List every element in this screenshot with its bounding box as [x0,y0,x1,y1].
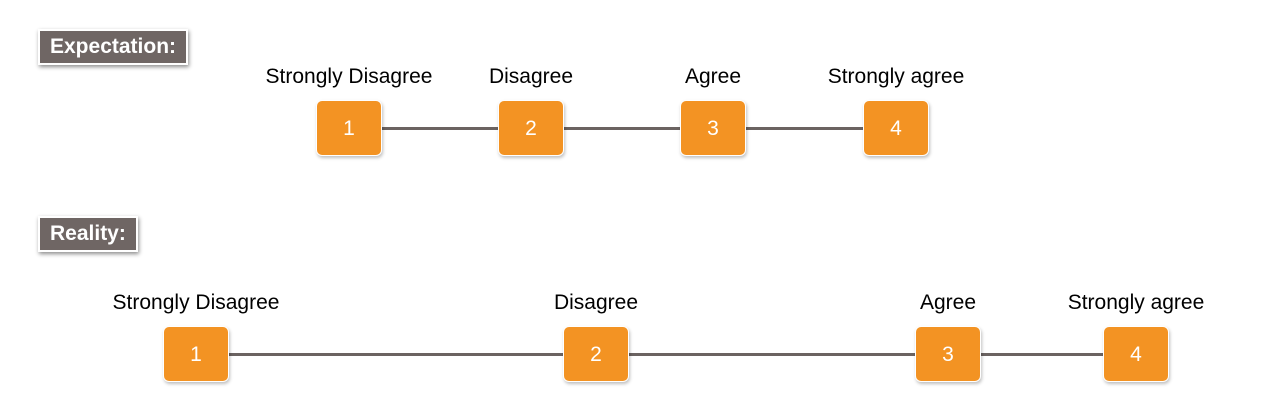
scale-point-label: Disagree [553,291,639,314]
scale-point-label: Agree [919,291,977,314]
scale-connector-line [981,353,1103,356]
scale-point-box: 1 [316,100,382,156]
scale-connector-line [746,127,863,130]
scale-point-box: 4 [1103,326,1169,382]
reality-scale: Strongly Disagree 1 Disagree 2 Agree 3 Strongl… [0,284,1274,384]
scale-point-label: Strongly agree [827,65,965,88]
scale-point-box: 2 [498,100,564,156]
scale-point-box: 2 [563,326,629,382]
scale-connector-line [382,127,498,130]
scale-point-box: 4 [863,100,929,156]
scale-point-label: Agree [684,65,742,88]
scale-point-label: Strongly agree [1067,291,1205,314]
scale-connector-line [229,353,563,356]
scale-point-box: 3 [680,100,746,156]
scale-point-label: Disagree [488,65,574,88]
expectation-label: Expectation: [38,29,189,65]
scale-connector-line [629,353,915,356]
reality-label: Reality: [38,216,138,252]
scale-point-box: 3 [915,326,981,382]
expectation-scale: Strongly Disagree 1 Disagree 2 Agree 3 Strongl… [0,58,1274,158]
scale-point-label: Strongly Disagree [112,291,280,314]
scale-point-label: Strongly Disagree [265,65,433,88]
scale-connector-line [564,127,680,130]
scale-point-box: 1 [163,326,229,382]
